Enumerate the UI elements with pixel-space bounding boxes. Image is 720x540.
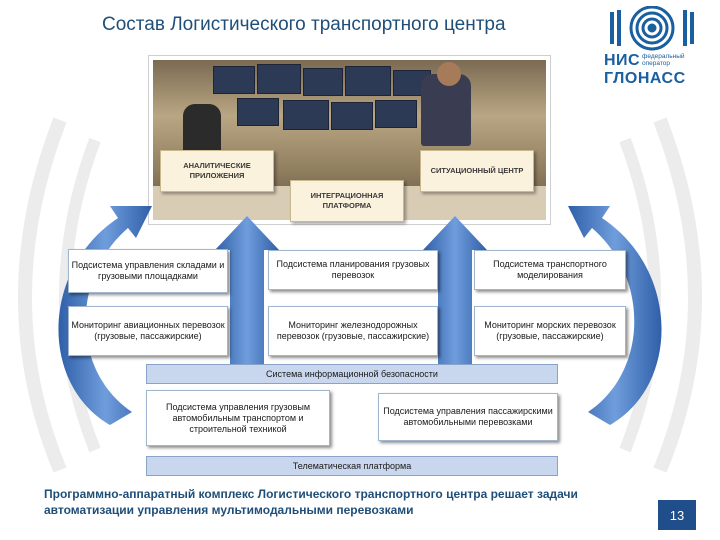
page-title: Состав Логистического транспортного цент… [102,14,506,35]
planning-subsystem-box: Подсистема планирования грузовых перевоз… [268,250,438,290]
logo-main-text-2: ГЛОНАСС [604,70,686,87]
security-system-bar: Система информационной безопасности [146,364,558,384]
logo-sub-text-1: федеральный [642,53,685,60]
footer-caption: Программно-аппаратный комплекс Логистиче… [44,487,578,517]
sea-monitoring-box: Мониторинг морских перевозок (грузовые, … [474,306,626,356]
logo-sub-text-2: оператор [642,60,670,67]
situation-center-label: СИТУАЦИОННЫЙ ЦЕНТР [420,150,534,192]
telematics-platform-bar: Телематическая платформа [146,456,558,476]
modeling-subsystem-box: Подсистема транспортного моделирования [474,250,626,290]
railway-monitoring-box: Мониторинг железнодорожных перевозок (гр… [268,306,438,356]
glonass-emblem-icon [610,5,694,51]
page-number-badge: 13 [658,500,696,530]
warehouse-subsystem-box: Подсистема управления складами и грузовы… [68,249,228,293]
integration-platform-label: ИНТЕГРАЦИОННАЯ ПЛАТФОРМА [290,180,404,222]
analytic-apps-label: АНАЛИТИЧЕСКИЕ ПРИЛОЖЕНИЯ [160,150,274,192]
passenger-road-subsystem-box: Подсистема управления пассажирскими авто… [378,393,558,441]
aviation-monitoring-box: Мониторинг авиационных перевозок (грузов… [68,306,228,356]
freight-road-subsystem-box: Подсистема управления грузовым автомобил… [146,390,330,446]
logo: НИС федеральный оператор ГЛОНАСС [598,5,708,98]
logo-main-text-1: НИС [604,52,641,69]
